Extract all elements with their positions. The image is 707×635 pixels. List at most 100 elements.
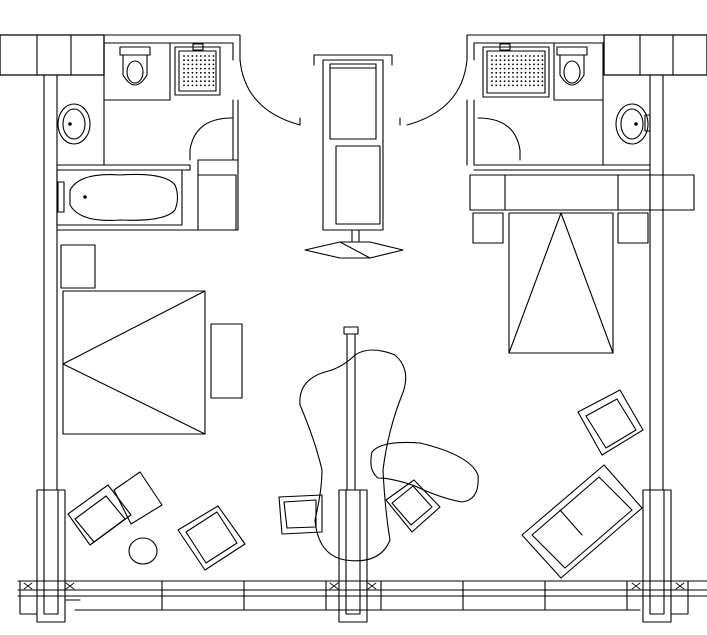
drain-dot <box>199 76 202 78</box>
drain-dot <box>524 76 527 78</box>
drain-dot <box>520 71 523 74</box>
drain-dot <box>512 84 514 87</box>
drain-dot <box>512 67 514 70</box>
drain-dot <box>491 55 493 57</box>
right-bed <box>508 212 614 354</box>
drain-dot <box>187 63 190 66</box>
drain-dot <box>195 59 198 62</box>
drain-dot <box>212 71 215 74</box>
drain-dot <box>204 63 206 66</box>
washbasin-icon <box>615 103 651 145</box>
drain-dot <box>512 76 514 78</box>
drain-dot <box>520 84 523 87</box>
drain-dot <box>495 80 498 83</box>
drain-dot <box>499 63 502 66</box>
right-nightstand-2 <box>617 212 649 244</box>
right-outer-wall <box>466 34 707 491</box>
drain-dot <box>507 63 510 66</box>
drain-dot <box>516 76 519 78</box>
window-marker <box>65 582 75 590</box>
drain-dot <box>491 71 493 74</box>
drain-dot <box>533 84 535 87</box>
drain-dot <box>499 59 502 62</box>
lounge-rug-right <box>370 441 479 503</box>
drain-dot <box>512 80 514 83</box>
left-nightstand <box>60 244 96 289</box>
shower-icon <box>482 43 550 98</box>
drain-dot <box>195 55 198 57</box>
drain-dot <box>512 63 514 66</box>
window-marker <box>367 582 377 590</box>
drain-dot <box>533 63 535 66</box>
bathtub-icon <box>56 169 183 226</box>
drain-dot <box>491 80 493 83</box>
drain-dot <box>183 55 185 57</box>
drain-dot <box>520 67 523 70</box>
lounge-rug-left <box>299 349 407 562</box>
drain-dot <box>524 71 527 74</box>
drain-dot <box>503 55 506 57</box>
drain-dot <box>187 67 190 70</box>
drain-dot <box>191 80 194 83</box>
drain-dot <box>528 80 531 83</box>
drain-dot <box>520 80 523 83</box>
drain-dot <box>208 67 211 70</box>
shower-drain-dots <box>183 55 215 87</box>
drain-dot <box>528 76 531 78</box>
right-bathroom-walls <box>466 42 651 171</box>
drain-dot <box>199 71 202 74</box>
drain-dot <box>528 84 531 87</box>
drain-dot <box>204 71 206 74</box>
drain-dot <box>195 76 198 78</box>
drain-dot <box>516 63 519 66</box>
drain-dot <box>541 63 544 66</box>
drain-dot <box>495 71 498 74</box>
drain-dot <box>528 67 531 70</box>
drain-dot <box>199 55 202 57</box>
right-bathroom-door <box>399 59 521 161</box>
drain-dot <box>541 55 544 57</box>
window-marker <box>329 582 339 590</box>
drain-dot <box>541 67 544 70</box>
drain-dot <box>208 71 211 74</box>
drain-dot <box>183 80 185 83</box>
drain-dot <box>195 80 198 83</box>
drain-dot <box>499 71 502 74</box>
toilet-icon <box>556 46 588 86</box>
drain-dot <box>195 67 198 70</box>
drain-dot <box>503 84 506 87</box>
drain-dot <box>199 67 202 70</box>
drain-dot <box>512 55 514 57</box>
drain-dot <box>503 71 506 74</box>
drain-dot <box>183 63 185 66</box>
drain-dot <box>191 84 194 87</box>
drain-dot <box>507 80 510 83</box>
drain-dot <box>512 59 514 62</box>
drain-dot <box>495 55 498 57</box>
drain-dot <box>212 59 215 62</box>
drain-dot <box>533 67 535 70</box>
drain-dot <box>212 76 215 78</box>
lounge-chair-1 <box>278 494 323 535</box>
drain-dot <box>533 71 535 74</box>
left-armchair-1 <box>67 471 163 546</box>
drain-dot <box>541 84 544 87</box>
drain-dot <box>199 80 202 83</box>
toilet-icon <box>119 46 151 86</box>
drain-dot <box>183 84 185 87</box>
right-nightstand-1 <box>472 212 504 244</box>
drain-dot <box>204 67 206 70</box>
drain-dot <box>520 55 523 57</box>
drain-dot <box>212 63 215 66</box>
drain-dot <box>537 76 540 78</box>
drain-dot <box>191 76 194 78</box>
drain-dot <box>516 80 519 83</box>
drain-dot <box>204 76 206 78</box>
partition-wall <box>343 326 359 491</box>
drain-dot <box>520 76 523 78</box>
drain-dot <box>212 80 215 83</box>
drain-dot <box>495 84 498 87</box>
right-headboard-console <box>469 174 695 211</box>
drain-dot <box>503 76 506 78</box>
drain-dot <box>195 84 198 87</box>
